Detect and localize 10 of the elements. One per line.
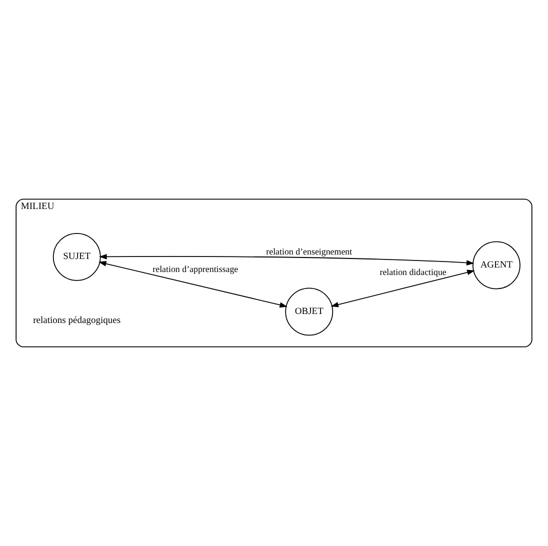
- edge-label: relation d’apprentissage: [152, 264, 238, 274]
- node-circle: SUJET: [52, 232, 101, 281]
- arrow: [98, 261, 288, 308]
- arrow: [330, 270, 475, 308]
- edge-label: relation didactique: [380, 266, 446, 277]
- edge-label: relation d’enseignement: [266, 246, 352, 257]
- node-circle: OBJET: [285, 288, 334, 336]
- node-circle: AGENT: [472, 241, 520, 290]
- label: relations pédagogiques: [33, 316, 121, 326]
- arrow: [99, 254, 474, 266]
